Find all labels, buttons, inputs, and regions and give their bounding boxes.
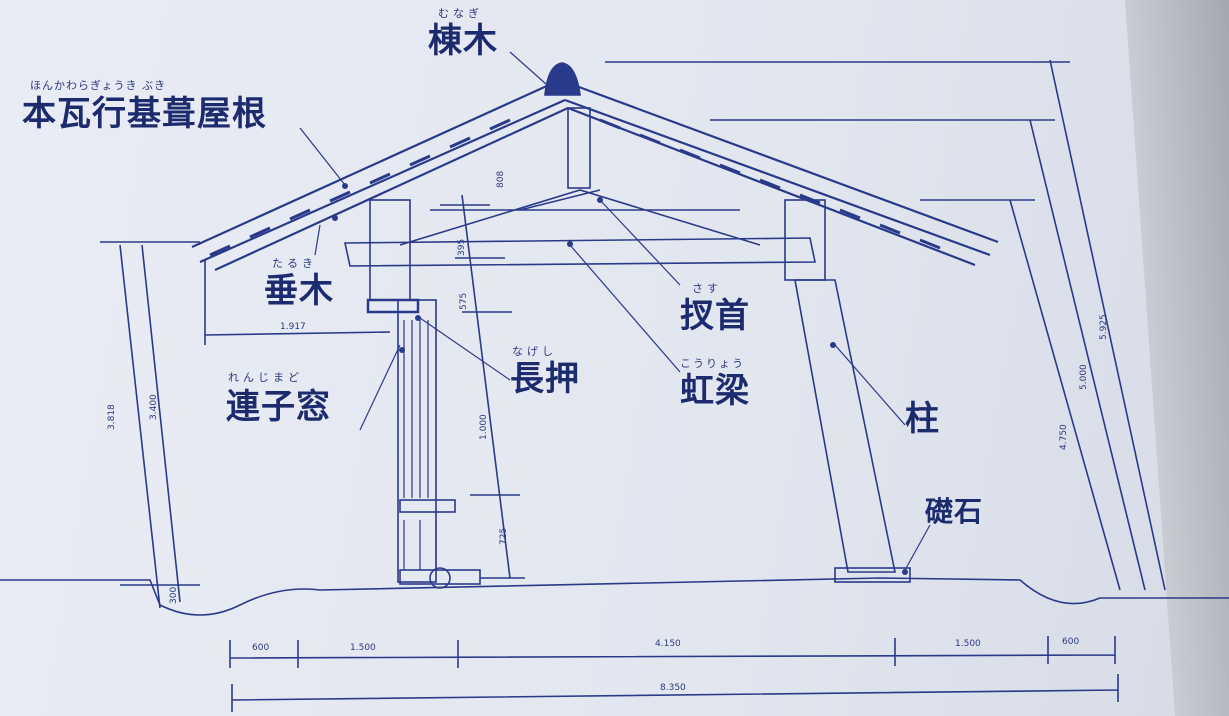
window-lattice [403, 320, 437, 570]
roof-right-slope [559, 78, 999, 267]
renjimado-label: 連子窓 [226, 387, 331, 427]
dim-post-1000: 1.000 [479, 414, 489, 440]
dim-line-post [440, 194, 525, 579]
right-base [834, 567, 911, 583]
leader-lines [299, 51, 931, 571]
renjimado-ruby: れんじまど [228, 371, 303, 384]
ground-line [0, 577, 1229, 616]
roof-label: 本瓦行基葺屋根 [22, 94, 267, 134]
left-base-node [429, 567, 451, 589]
roof-tiles-right [599, 118, 941, 250]
hashira-label: 柱 [905, 399, 940, 439]
dim-post-808: 808 [496, 170, 506, 188]
dim-1500-left: 1.500 [350, 643, 376, 653]
sasu-truss [399, 189, 761, 246]
dim-left-3400: 3.400 [149, 394, 159, 420]
dim-line-left [100, 241, 200, 609]
dim-right-5925: 5.925 [1099, 314, 1109, 340]
dim-1500-right: 1.500 [955, 639, 981, 649]
dim-line-eave [204, 260, 391, 345]
dim-line-total [231, 674, 1119, 712]
dim-right-5000: 5.000 [1079, 364, 1089, 390]
dim-total: 8.350 [660, 683, 686, 693]
roof-ruby: ほんかわらぎょうき ぶき [30, 79, 166, 92]
dim-post-575: 575 [459, 292, 469, 310]
dim-600-left: 600 [252, 643, 270, 653]
munagi-ruby: むなぎ [438, 7, 483, 20]
dim-left-3818: 3.818 [107, 404, 117, 430]
sasu-ruby: さす [692, 282, 722, 295]
dim-line-bottom-row [229, 636, 1116, 668]
sasu-label: 扠首 [680, 296, 750, 336]
right-bracket [784, 199, 826, 281]
nageshi-bar [366, 298, 420, 314]
dim-left-300: 300 [169, 586, 179, 604]
king-post [567, 107, 591, 189]
dim-post-725: 725 [499, 527, 509, 545]
dim-4150: 4.150 [655, 639, 681, 649]
nageshi-ruby: なげし [512, 345, 557, 358]
ridge-ornament [544, 62, 581, 96]
nageshi-label: 長押 [510, 359, 580, 399]
kouryou-beam [344, 237, 816, 267]
kouryou-ruby: こうりょう [680, 357, 745, 370]
taruki-ruby: たるき [272, 257, 317, 270]
dim-right-4750: 4.750 [1059, 424, 1069, 450]
kouryou-label: 虹梁 [680, 371, 750, 411]
leader-dots [332, 183, 908, 575]
dim-600-right: 600 [1062, 637, 1080, 647]
dim-eave: 1.917 [280, 322, 306, 332]
roof-left-slope [191, 78, 569, 271]
dim-post-395: 395 [457, 238, 467, 256]
taruki-label: 垂木 [264, 271, 334, 311]
soseki-label: 礎石 [925, 495, 984, 528]
munagi-label: 棟木 [428, 21, 498, 61]
left-base [399, 569, 481, 585]
left-bracket [369, 199, 411, 301]
dim-line-right [605, 59, 1166, 591]
lower-sill [399, 499, 456, 513]
right-post [794, 279, 896, 573]
roof-tiles-left [209, 118, 511, 257]
